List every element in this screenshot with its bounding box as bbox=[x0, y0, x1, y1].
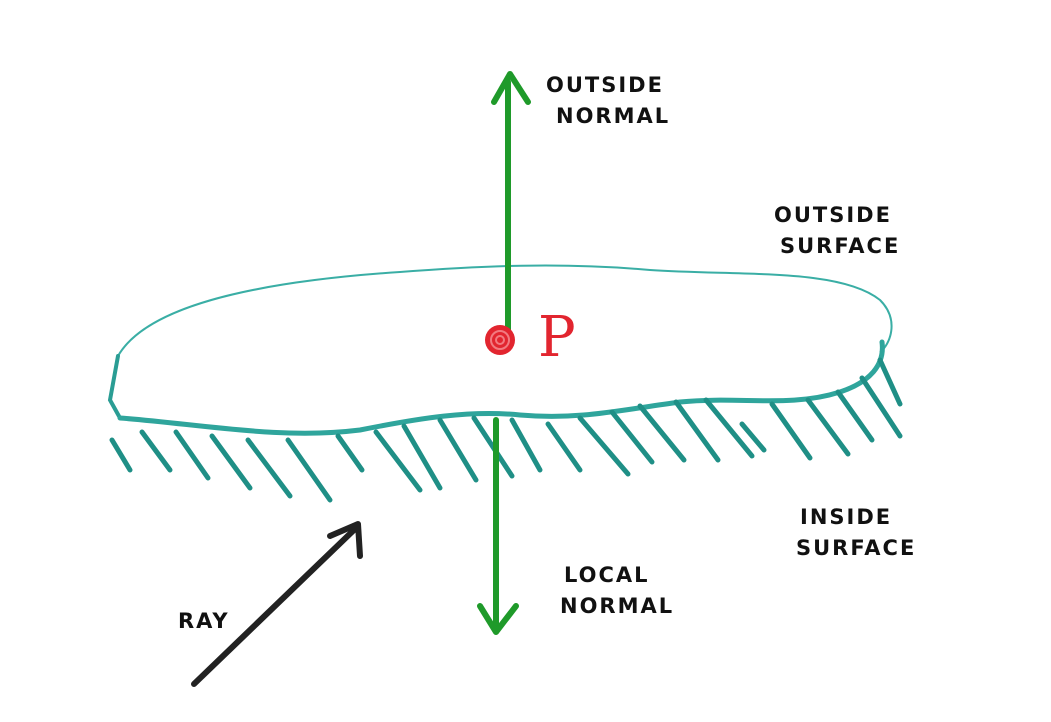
outside-normal-label-line2: NORMAL bbox=[556, 104, 671, 128]
inside-surface-label: INSIDE SURFACE bbox=[796, 502, 916, 564]
ray-arrow bbox=[191, 521, 363, 687]
outside-surface-outline bbox=[117, 264, 893, 357]
local-normal-arrow bbox=[477, 417, 519, 635]
point-p-label: P bbox=[538, 305, 576, 370]
outside-surface-label-line2: SURFACE bbox=[780, 234, 901, 258]
local-normal-label-line1: LOCAL bbox=[564, 563, 650, 587]
point-p-marker bbox=[485, 325, 515, 355]
inside-surface-hatching bbox=[109, 357, 903, 503]
surface-bottom-edge bbox=[117, 339, 885, 436]
outside-surface-label: OUTSIDE SURFACE bbox=[774, 200, 900, 262]
inside-surface-label-line2: SURFACE bbox=[796, 536, 917, 560]
local-normal-label-line2: NORMAL bbox=[560, 594, 675, 618]
ray-label: RAY bbox=[178, 609, 230, 633]
outside-surface-label-line1: OUTSIDE bbox=[774, 203, 892, 227]
inside-surface-label-line1: INSIDE bbox=[800, 505, 893, 529]
outside-normal-arrow bbox=[491, 71, 531, 343]
local-normal-label: LOCAL NORMAL bbox=[560, 560, 674, 622]
outside-normal-label: OUTSIDE NORMAL bbox=[546, 70, 670, 132]
outside-normal-label-line1: OUTSIDE bbox=[546, 73, 664, 97]
surface-left-edge bbox=[107, 354, 122, 420]
